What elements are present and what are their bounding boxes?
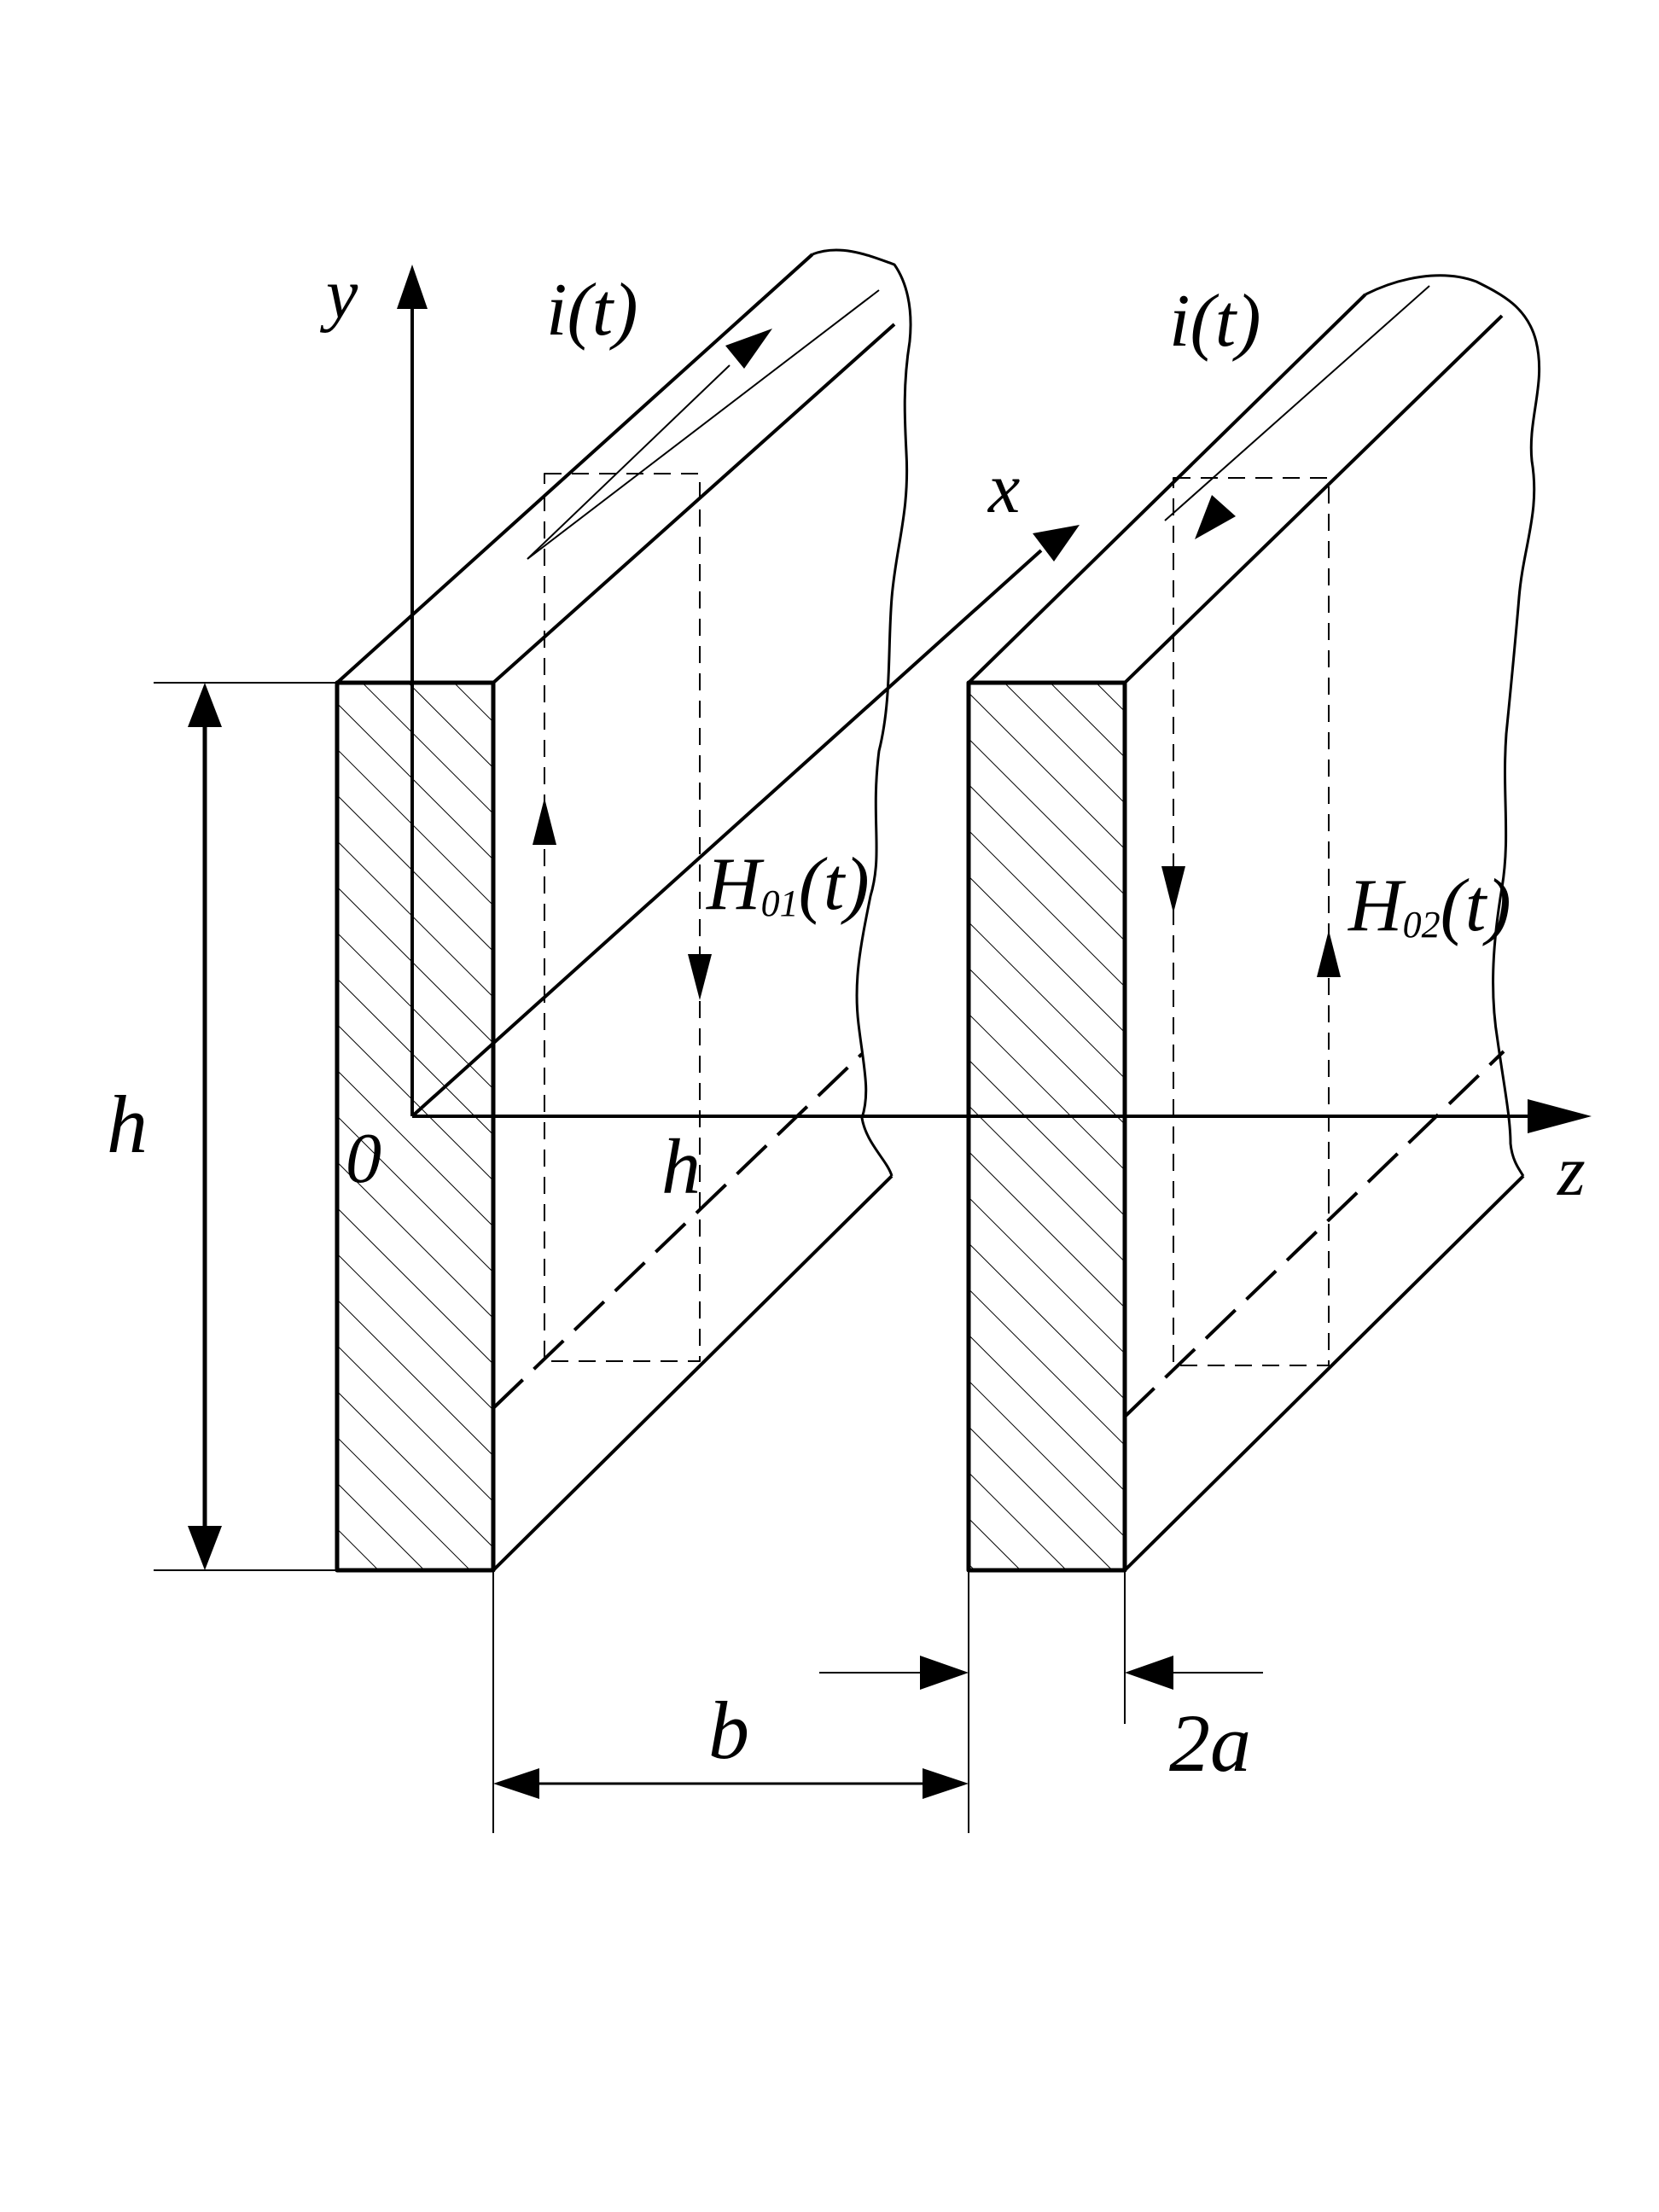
thickness-dimension-label: 2a bbox=[1169, 1697, 1251, 1789]
y-axis-label: y bbox=[319, 254, 358, 334]
inner-h-label: h bbox=[661, 1123, 701, 1210]
right-field-loop bbox=[1173, 477, 1330, 1366]
right-current-arrowhead bbox=[1195, 495, 1236, 539]
left-bar-break-line bbox=[812, 248, 912, 1177]
origin-label: 0 bbox=[346, 1119, 381, 1198]
right-field-label: H02(t) bbox=[1348, 864, 1511, 947]
left-bar-top-edges bbox=[335, 253, 814, 684]
left-current-label: i(t) bbox=[546, 269, 638, 352]
left-loop-arrow-up bbox=[533, 798, 556, 845]
x-axis-label: x bbox=[987, 449, 1020, 528]
gap-dimension-label: b bbox=[708, 1685, 749, 1776]
y-axis-arrowhead bbox=[397, 265, 428, 309]
dimensions bbox=[154, 682, 1263, 1833]
left-field-label: H01(t) bbox=[706, 843, 870, 926]
axes bbox=[410, 303, 1536, 1118]
right-loop-arrow-up bbox=[1317, 930, 1341, 977]
right-loop-arrow-down bbox=[1161, 866, 1185, 913]
left-busbar bbox=[335, 248, 912, 1573]
right-busbar bbox=[966, 274, 1541, 1573]
right-bar-section bbox=[966, 680, 1127, 1573]
height-dimension-label: h bbox=[107, 1079, 148, 1170]
left-current-arrowhead bbox=[725, 329, 772, 369]
x-axis-arrowhead bbox=[1033, 525, 1080, 562]
right-bar-break-line bbox=[1365, 274, 1541, 1177]
z-axis-arrowhead bbox=[1528, 1099, 1592, 1133]
right-current-label: i(t) bbox=[1169, 280, 1261, 363]
left-loop-arrow-down bbox=[688, 954, 712, 1000]
z-axis-label: z bbox=[1557, 1132, 1586, 1211]
left-bar-section bbox=[335, 680, 496, 1573]
left-field-loop bbox=[544, 473, 701, 1362]
x-axis bbox=[410, 549, 1043, 1118]
